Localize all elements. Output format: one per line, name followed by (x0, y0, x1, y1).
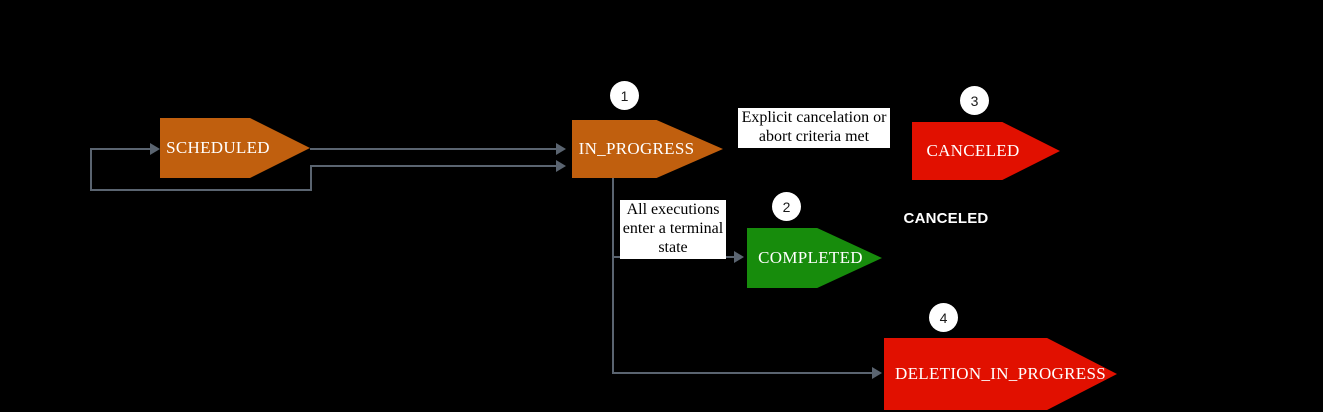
edge-loop-left-vertical (90, 148, 92, 191)
step-badge-1: 1 (610, 81, 639, 110)
state-label-scheduled: SCHEDULED (166, 138, 270, 157)
arrowhead-into-in-progress-upper (556, 143, 566, 155)
edge-in-progress-down-trunk (612, 178, 614, 374)
step-badge-2: 2 (772, 192, 801, 221)
state-node-completed: COMPLETED (747, 228, 882, 288)
edge-label-all-executions: All executions enter a terminal state (620, 200, 726, 259)
step-badge-2-number: 2 (782, 198, 791, 215)
step-badge-1-number: 1 (620, 87, 629, 104)
state-node-scheduled: SCHEDULED (160, 118, 310, 178)
state-node-in-progress: IN_PROGRESS (572, 120, 723, 178)
arrowhead-into-completed (734, 251, 744, 263)
edge-loop-bottom (90, 189, 312, 191)
state-label-canceled: CANCELED (926, 141, 1020, 160)
arrowhead-into-scheduled (150, 143, 160, 155)
edge-scheduled-to-in-progress-upper (310, 148, 558, 150)
step-badge-3: 3 (960, 86, 989, 115)
step-badge-4: 4 (929, 303, 958, 332)
state-label-in-progress: IN_PROGRESS (578, 139, 695, 158)
state-label-deletion-in-progress: DELETION_IN_PROGRESS (895, 364, 1106, 383)
arrowhead-into-in-progress-lower (556, 160, 566, 172)
state-node-deletion-in-progress: DELETION_IN_PROGRESS (884, 338, 1117, 410)
arrowhead-into-deletion-in-progress (872, 367, 882, 379)
edge-scheduled-to-in-progress-lower (310, 165, 558, 167)
state-label-completed: COMPLETED (758, 248, 863, 267)
edge-loop-right-vertical (310, 165, 312, 191)
edge-loop-into-scheduled (90, 148, 152, 150)
edge-label-explicit-cancelation: Explicit cancelation or abort criteria m… (738, 108, 890, 148)
state-node-canceled: CANCELED (912, 122, 1060, 180)
canceled-note-label: CANCELED (903, 210, 989, 227)
step-badge-4-number: 4 (939, 309, 948, 326)
step-badge-3-number: 3 (970, 92, 979, 109)
edge-to-deletion-in-progress (612, 372, 874, 374)
